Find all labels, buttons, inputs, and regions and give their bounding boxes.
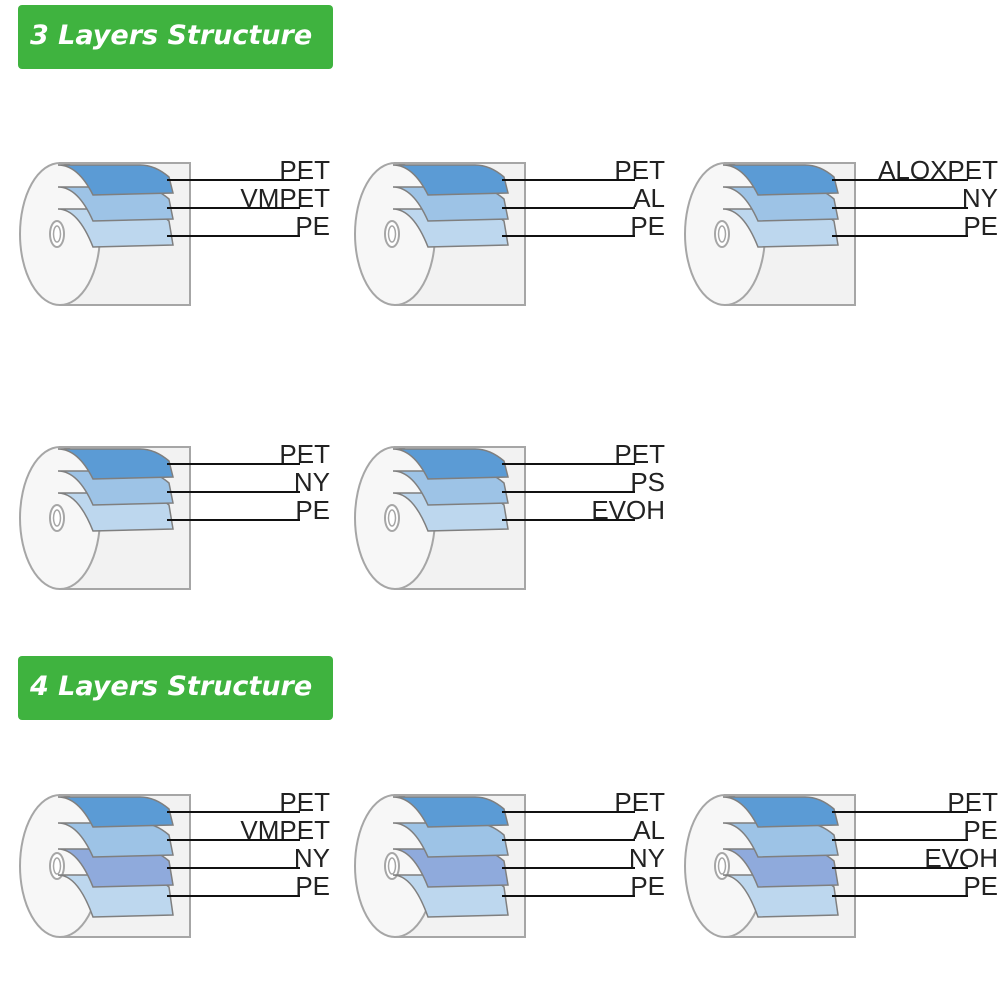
layer-label-1: AL (633, 815, 665, 845)
film-layer-0 (57, 796, 174, 828)
film-layer-0 (392, 164, 509, 196)
layer-label-1: NY (962, 183, 998, 213)
layer-label-0: PET (947, 787, 998, 817)
film-layer-0 (392, 448, 509, 480)
roll-core-inner (717, 857, 727, 875)
layer-label-0: PET (614, 155, 665, 185)
film-layer-0 (57, 448, 174, 480)
layer-label-1: AL (633, 183, 665, 213)
layer-label-0: ALOXPET (878, 155, 998, 185)
roll-core-inner (52, 509, 62, 527)
layer-label-2: NY (629, 843, 665, 873)
section-title-3-layers: 3 Layers Structure (18, 5, 333, 69)
layer-label-0: PET (614, 439, 665, 469)
layer-label-1: VMPET (240, 183, 330, 213)
roll-core-inner (52, 857, 62, 875)
layer-label-1: VMPET (240, 815, 330, 845)
layer-label-1: PS (630, 467, 665, 497)
layer-label-0: PET (279, 439, 330, 469)
film-layer-0 (722, 164, 839, 196)
roll-core-inner (387, 857, 397, 875)
layer-label-2: EVOH (924, 843, 998, 873)
layer-label-1: PE (963, 815, 998, 845)
layer-label-0: PET (614, 787, 665, 817)
section-title-4-layers: 4 Layers Structure (18, 656, 333, 720)
layer-label-2: NY (294, 843, 330, 873)
layer-label-2: PE (295, 495, 330, 525)
layer-label-0: PET (279, 155, 330, 185)
layer-label-2: PE (963, 211, 998, 241)
layer-label-3: PE (963, 871, 998, 901)
roll-core-inner (717, 225, 727, 243)
layer-label-2: EVOH (591, 495, 665, 525)
layer-label-3: PE (295, 871, 330, 901)
film-layer-0 (392, 796, 509, 828)
layer-label-0: PET (279, 787, 330, 817)
film-layer-0 (57, 164, 174, 196)
layer-label-2: PE (630, 211, 665, 241)
roll-core-inner (387, 225, 397, 243)
layer-label-3: PE (630, 871, 665, 901)
roll-core-inner (387, 509, 397, 527)
layer-label-1: NY (294, 467, 330, 497)
film-layer-0 (722, 796, 839, 828)
roll-core-inner (52, 225, 62, 243)
layer-label-2: PE (295, 211, 330, 241)
